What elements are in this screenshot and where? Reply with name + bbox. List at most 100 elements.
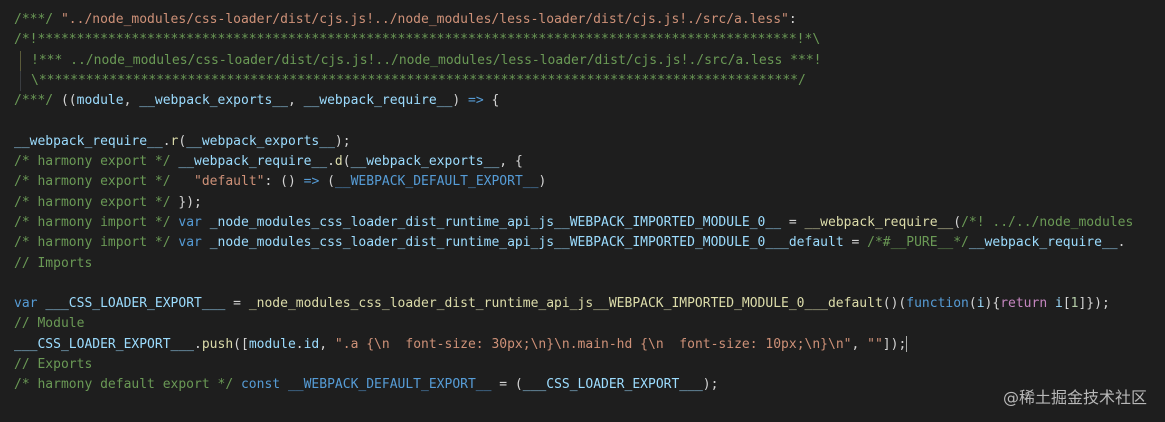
code-token: ( [968, 296, 977, 312]
code-line-16[interactable]: // Module [14, 314, 1165, 334]
code-token: = [843, 235, 868, 251]
code-token: /*!*************************************… [14, 32, 821, 48]
code-token: ".a {\n font-size: 30px;\n}\n.main-hd {\… [334, 336, 852, 352]
code-line-11[interactable]: /* harmony import */ var _node_modules_c… [14, 213, 1165, 233]
code-token: /* harmony default export */ [14, 377, 241, 393]
code-token: = [225, 296, 249, 312]
code-token: d [334, 154, 343, 170]
code-line-15[interactable]: var ___CSS_LOADER_EXPORT___ = _node_modu… [14, 294, 1165, 314]
code-token: [ [1062, 296, 1071, 312]
code-token: , [123, 93, 140, 109]
code-token: , [287, 93, 304, 109]
code-token: /*#__PURE__*/ [867, 235, 969, 251]
code-token: ([ [233, 336, 249, 352]
code-token: i [976, 296, 985, 312]
code-token: var [178, 214, 202, 230]
code-token: // Imports [14, 255, 93, 271]
code-token [202, 215, 210, 230]
code-token: function [906, 296, 969, 312]
code-token: return [1000, 296, 1048, 312]
code-token: __webpack_exports__ [139, 93, 288, 109]
code-token: \***************************************… [31, 72, 806, 88]
code-token: { [483, 93, 500, 109]
code-token: ()( [882, 296, 907, 312]
code-token: => [468, 93, 484, 109]
code-token: /*! ../../node_modules [961, 214, 1134, 230]
code-token: , [319, 336, 335, 352]
text-cursor [906, 336, 908, 353]
code-line-4[interactable]: \***************************************… [14, 70, 1165, 92]
code-token: = [781, 214, 805, 230]
code-token: __WEBPACK_DEFAULT_EXPORT__ [334, 174, 539, 190]
code-token: __WEBPACK_DEFAULT_EXPORT__ [287, 377, 492, 393]
code-token: const [240, 377, 281, 393]
code-token: . [327, 154, 335, 170]
code-line-8[interactable]: /* harmony export */ __webpack_require__… [14, 152, 1165, 172]
code-token: "default" [194, 174, 265, 190]
code-token: module [248, 336, 296, 352]
code-line-12[interactable]: /* harmony import */ var _node_modules_c… [14, 233, 1165, 253]
code-token: /***/ [14, 12, 61, 27]
code-token: ___CSS_LOADER_EXPORT___ [14, 336, 195, 352]
code-lines: /***/ "../node_modules/css-loader/dist/c… [14, 10, 1165, 396]
code-token: ){ [984, 296, 1001, 312]
code-token: /* harmony import */ [14, 214, 179, 230]
code-token: ( [319, 174, 335, 190]
code-token: ]}); [1078, 296, 1110, 312]
code-token: }); [178, 194, 202, 210]
code-token [202, 235, 210, 250]
code-token: /* harmony import */ [14, 235, 179, 251]
code-line-9[interactable]: /* harmony export */ "default": () => (_… [14, 172, 1165, 192]
watermark: @稀土掘金技术社区 [1002, 388, 1147, 407]
code-token: ]); [882, 336, 907, 352]
code-token: = ( [491, 377, 523, 393]
code-line-3[interactable]: !*** ../node_modules/css-loader/dist/cjs… [14, 50, 1165, 71]
code-token: _node_modules_css_loader_dist_runtime_ap… [248, 296, 883, 312]
code-token: (( [60, 93, 77, 109]
code-line-19[interactable]: /* harmony default export */ const __WEB… [14, 375, 1165, 395]
code-token: ) [538, 174, 547, 190]
code-token: ); [702, 377, 719, 393]
code-line-6[interactable] [14, 111, 1165, 131]
code-token: __webpack_exports__ [350, 154, 500, 170]
code-token: ); [334, 133, 351, 149]
code-token: !*** ../node_modules/css-loader/dist/cjs… [31, 52, 822, 68]
code-token: ) [452, 93, 468, 109]
code-token: /* harmony export */ [14, 174, 179, 190]
code-line-13[interactable]: // Imports [14, 254, 1165, 274]
code-token: ( [953, 214, 962, 230]
code-token [1047, 296, 1055, 311]
code-token: "" [867, 336, 883, 352]
code-line-2[interactable]: /*!*************************************… [14, 30, 1165, 50]
code-token: __webpack_require__ [178, 154, 328, 170]
code-token [178, 174, 194, 189]
code-token: r [170, 133, 179, 149]
code-token: => [303, 174, 320, 190]
code-line-7[interactable]: __webpack_require__.r(__webpack_exports_… [14, 132, 1165, 152]
code-token: // Module [14, 316, 85, 332]
code-token: , { [499, 154, 523, 170]
code-token: module [76, 93, 124, 109]
code-token: 1 [1070, 296, 1079, 312]
code-token: var [14, 296, 38, 312]
code-token: __webpack_require__ [804, 214, 954, 230]
code-line-14[interactable] [14, 274, 1165, 294]
code-token: , [851, 336, 868, 352]
code-token [280, 377, 288, 392]
code-token: . [1117, 235, 1126, 251]
code-line-5[interactable]: /***/ ((module, __webpack_exports__, __w… [14, 91, 1165, 111]
code-line-1[interactable]: /***/ "../node_modules/css-loader/dist/c… [14, 10, 1165, 30]
code-line-18[interactable]: // Exports [14, 355, 1165, 375]
code-token: /***/ [14, 93, 61, 109]
code-token: . [295, 336, 304, 352]
code-token: : () [264, 174, 304, 190]
code-token: _node_modules_css_loader_dist_runtime_ap… [209, 214, 782, 230]
code-token: __webpack_require__ [14, 133, 163, 149]
code-token: /* harmony export */ [14, 194, 179, 210]
code-token: ___CSS_LOADER_EXPORT___ [522, 377, 703, 393]
code-line-10[interactable]: /* harmony export */ }); [14, 193, 1165, 213]
code-token: . [194, 336, 202, 352]
code-token: id [303, 336, 320, 352]
code-line-17[interactable]: ___CSS_LOADER_EXPORT___.push([module.id,… [14, 335, 1165, 355]
